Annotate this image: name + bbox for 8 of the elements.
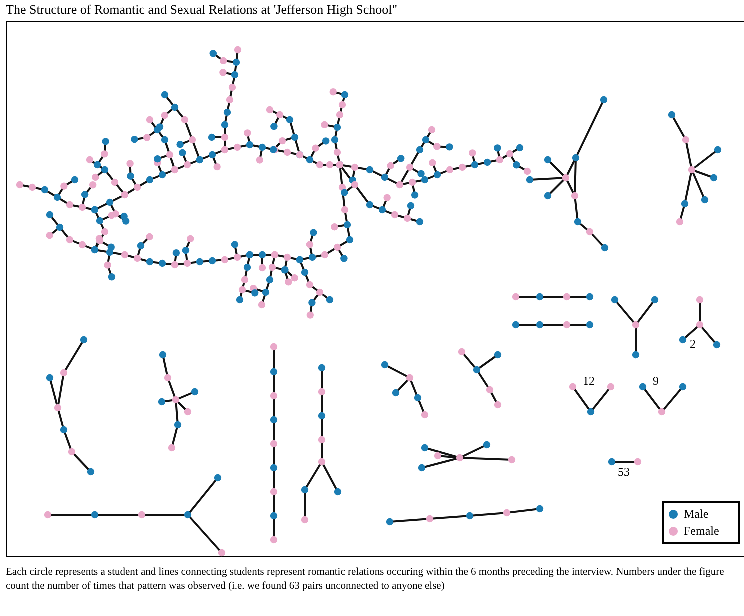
pattern-count: 12 xyxy=(582,374,596,388)
pattern-count: 2 xyxy=(689,337,697,351)
caption: Each circle represents a student and lines connecting students represent romantic relations occuring within the 6 months preceding the interview. Numbers under the figure count the number of times that pattern was observed (i.e. we found 63 pairs unconnected to anyone else) xyxy=(6,566,726,594)
pattern-count: 9 xyxy=(652,374,660,388)
title: The Structure of Romantic and Sexual Relations at 'Jefferson High School" xyxy=(6,2,398,18)
legend-label: Female xyxy=(684,523,720,539)
legend-label: Male xyxy=(684,506,709,522)
pattern-count: 53 xyxy=(617,465,631,479)
